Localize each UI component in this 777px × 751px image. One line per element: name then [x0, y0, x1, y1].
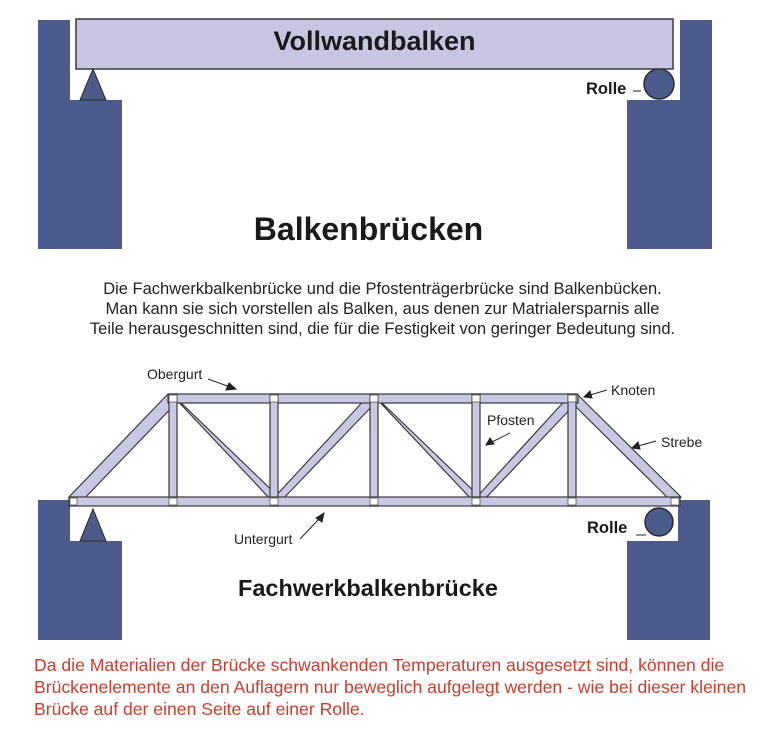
strebe-panel-1 [171, 394, 284, 504]
strebe-left-end [68, 394, 179, 504]
untergurt-arrow [299, 511, 325, 540]
truss-roller-label: Rolle [587, 519, 628, 537]
roller-bearing [643, 68, 675, 100]
description-line: Man kann sie sich vorstellen als Balken,… [105, 300, 660, 318]
page-title: Balkenbrücken [253, 211, 484, 247]
knoten [369, 497, 379, 506]
top-right-abutment [627, 20, 712, 249]
pfosten-5 [567, 393, 577, 507]
note-text: Da die Materialien der Brücke schwankend… [34, 655, 747, 719]
top-left-abutment [38, 20, 122, 249]
truss [68, 393, 682, 507]
truss-roller-bearing [644, 507, 674, 537]
pfosten-arrow [485, 432, 511, 446]
roller-label: Rolle [586, 80, 627, 98]
knoten [567, 394, 577, 403]
description-line: Die Fachwerkbalkenbrücke und die Pfosten… [103, 280, 662, 298]
knoten [471, 394, 481, 403]
solid-beam [75, 18, 674, 70]
knoten [168, 497, 178, 506]
fixed-bearing-triangle [79, 67, 107, 101]
truss-title: Fachwerkbalkenbrücke [238, 575, 498, 601]
truss-knots [69, 394, 680, 506]
truss-fixed-bearing-triangle [79, 507, 107, 542]
pfosten-2 [269, 393, 279, 507]
obergurt-arrow [207, 378, 238, 391]
strebe-arrow [630, 440, 657, 450]
strebe-panel-2 [270, 394, 378, 504]
pfosten-1 [168, 393, 178, 507]
untergurt-label: Untergurt [234, 531, 293, 547]
knoten [567, 497, 577, 506]
knoten-arrow [582, 389, 608, 399]
leader-arrows [207, 378, 657, 540]
knoten-label: Knoten [611, 382, 656, 398]
pfosten-3 [369, 393, 379, 507]
knoten [269, 497, 279, 506]
knoten [168, 394, 178, 403]
strebe-panel-3 [372, 394, 485, 504]
bottom-left-abutment [38, 500, 122, 640]
knoten [369, 394, 379, 403]
pfosten-4 [471, 393, 481, 507]
knoten [269, 394, 279, 403]
pfosten-label: Pfosten [487, 412, 535, 428]
knoten [670, 497, 680, 506]
description-line: Teile herausgeschnitten sind, die für di… [89, 320, 676, 338]
obergurt-label: Obergurt [147, 366, 203, 382]
bottom-right-abutment [627, 500, 710, 640]
beam-label: Vollwandbalken [273, 26, 476, 56]
knoten [471, 497, 481, 506]
strebe-label: Strebe [661, 434, 703, 450]
description: Die Fachwerkbalkenbrücke und die Pfosten… [0, 279, 765, 339]
knoten [69, 497, 78, 506]
